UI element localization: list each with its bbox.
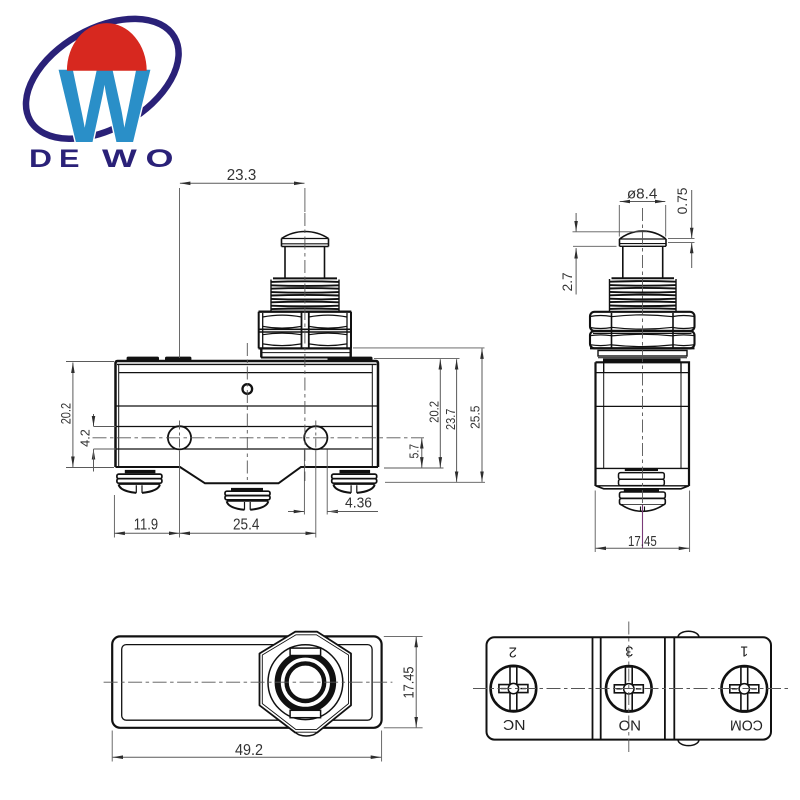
- svg-text:NO: NO: [619, 716, 642, 732]
- svg-text:25.5: 25.5: [468, 406, 483, 429]
- svg-text:11.9: 11.9: [134, 516, 158, 533]
- svg-text:NC: NC: [503, 716, 526, 732]
- svg-text:1: 1: [740, 643, 748, 659]
- svg-text:COM: COM: [730, 716, 763, 732]
- svg-text:ø8.4: ø8.4: [627, 186, 658, 202]
- svg-text:O: O: [146, 145, 174, 173]
- svg-text:20.2: 20.2: [58, 403, 73, 424]
- svg-text:23.7: 23.7: [443, 409, 458, 430]
- svg-text:E: E: [59, 145, 80, 173]
- svg-text:2.7: 2.7: [559, 272, 575, 291]
- svg-text:4.36: 4.36: [345, 496, 372, 512]
- svg-text:D: D: [29, 145, 52, 173]
- svg-text:5.7: 5.7: [408, 444, 422, 459]
- svg-text:3: 3: [625, 643, 633, 659]
- svg-text:23.3: 23.3: [227, 167, 257, 184]
- svg-text:0.75: 0.75: [674, 187, 690, 214]
- svg-text:2: 2: [509, 643, 517, 659]
- svg-text:17.45: 17.45: [628, 534, 657, 550]
- svg-text:25.4: 25.4: [233, 516, 259, 533]
- svg-text:4.2: 4.2: [78, 429, 92, 447]
- svg-text:W: W: [102, 145, 137, 173]
- svg-text:49.2: 49.2: [235, 742, 263, 759]
- svg-text:20.2: 20.2: [427, 401, 442, 423]
- svg-text:17.45: 17.45: [401, 667, 418, 699]
